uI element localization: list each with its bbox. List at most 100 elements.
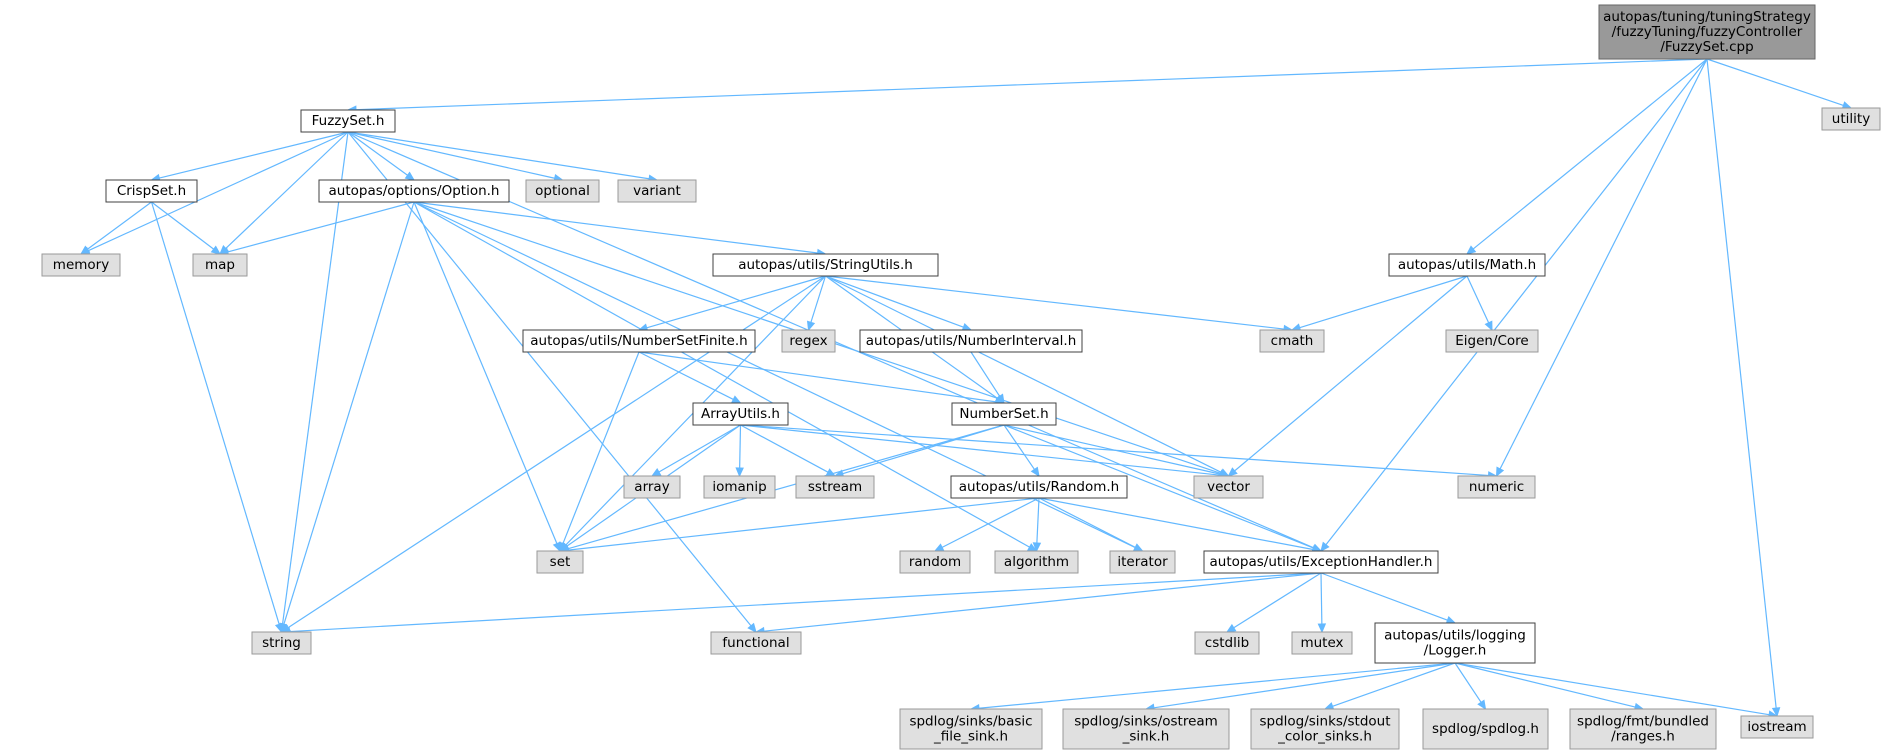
node-box [1374, 622, 1536, 664]
edge-arrayutils_h-to-sstream [740, 424, 837, 477]
edge-root-to-fuzzyset_h [346, 58, 1708, 114]
node-exception_h[interactable]: autopas/utils/ExceptionHandler.h [1203, 550, 1439, 574]
node-box [1194, 631, 1260, 655]
node-logger_h[interactable]: autopas/utils/logging/Logger.h [1374, 622, 1536, 664]
edge-arrayutils_h-to-iomanip [735, 424, 744, 478]
node-label: cstdlib [1205, 635, 1249, 651]
node-box [951, 402, 1057, 426]
edge-numberset_h-to-random_h [1003, 424, 1040, 478]
node-root[interactable]: autopas/tuning/tuningStrategy/fuzzyTunin… [1598, 4, 1816, 60]
node-basic_file_sink: spdlog/sinks/basic_file_sink.h [899, 708, 1043, 750]
node-label: string [262, 635, 301, 651]
node-label: utility [1832, 111, 1870, 127]
node-ostream_sink: spdlog/sinks/ostream_sink.h [1062, 708, 1230, 750]
node-label: NumberSet.h [959, 406, 1048, 422]
node-random_h[interactable]: autopas/utils/Random.h [950, 475, 1128, 499]
edge-layer [79, 58, 1853, 719]
node-arrayutils_h[interactable]: ArrayUtils.h [692, 402, 789, 426]
node-iostream: iostream [1740, 715, 1814, 739]
node-box [859, 329, 1083, 353]
node-box [1821, 107, 1881, 131]
node-utility: utility [1821, 107, 1881, 131]
node-label: autopas/utils/logging [1384, 628, 1526, 644]
node-numberinterval_h[interactable]: autopas/utils/NumberInterval.h [859, 329, 1083, 353]
edge-fuzzyset_h-to-string [278, 131, 349, 634]
node-label: map [205, 257, 235, 273]
edge-stringutils_h-to-vector [825, 275, 1230, 477]
edge-math_h-to-cmath [1290, 275, 1468, 332]
edge-exception_h-to-logger_h [1320, 572, 1457, 625]
node-box [899, 550, 971, 574]
edge-exception_h-to-cstdlib [1225, 572, 1322, 633]
node-label: _sink.h [1122, 729, 1170, 745]
node-box [536, 550, 584, 574]
edge-stringutils_h-to-string [280, 275, 826, 633]
edge-stringutils_h-to-cmath [825, 275, 1294, 334]
node-label: variant [633, 183, 681, 199]
node-box [781, 329, 836, 353]
node-label: autopas/utils/Math.h [1398, 257, 1536, 273]
node-stringutils_h[interactable]: autopas/utils/StringUtils.h [712, 253, 939, 277]
node-math_h[interactable]: autopas/utils/Math.h [1388, 253, 1546, 277]
node-box [1259, 329, 1325, 353]
node-option_h[interactable]: autopas/options/Option.h [318, 179, 510, 203]
node-label: sstream [808, 479, 862, 495]
edge-stringutils_h-to-regex [806, 275, 827, 332]
node-box [1445, 329, 1539, 353]
edge-random_h-to-iterator [1038, 497, 1144, 552]
node-label: array [634, 479, 669, 495]
node-box [192, 253, 248, 277]
edge-fuzzyset_h-to-crispset_h [150, 131, 349, 183]
node-crispset_h[interactable]: CrispSet.h [105, 179, 198, 203]
node-cstdlib: cstdlib [1194, 631, 1260, 655]
node-numbersetfinite_h[interactable]: autopas/utils/NumberSetFinite.h [522, 329, 756, 353]
node-label: _file_sink.h [933, 729, 1008, 745]
node-box [1598, 4, 1816, 60]
node-box [692, 402, 789, 426]
node-label: vector [1207, 479, 1250, 495]
node-box [623, 475, 681, 499]
edge-option_h-to-string [279, 201, 415, 634]
node-set: set [536, 550, 584, 574]
node-box [1062, 708, 1230, 750]
node-label: numeric [1469, 479, 1524, 495]
edge-random_h-to-set [558, 497, 1040, 555]
edge-exception_h-to-mutex [1317, 572, 1327, 634]
node-box [1740, 715, 1814, 739]
edge-random_h-to-exception_h [1038, 497, 1323, 554]
node-label: functional [722, 635, 789, 651]
edge-root-to-math_h [1466, 58, 1708, 255]
node-label: spdlog/sinks/basic [909, 714, 1032, 730]
edge-logger_h-to-spdlog_h [1454, 662, 1487, 711]
edge-fuzzyset_h-to-optional [347, 131, 564, 183]
node-label: spdlog/sinks/stdout [1259, 714, 1390, 730]
edge-root-to-iostream [1706, 58, 1781, 718]
edge-option_h-to-set [413, 201, 561, 553]
node-label: /fuzzyTuning/fuzzyController [1612, 24, 1803, 40]
node-label: FuzzySet.h [312, 113, 385, 129]
edge-crispset_h-to-memory [79, 201, 152, 255]
edge-fuzzyset_h-to-option_h [347, 131, 416, 181]
node-box [617, 179, 697, 203]
node-box [899, 708, 1043, 750]
edge-crispset_h-to-map [151, 201, 221, 255]
node-box [251, 631, 312, 655]
node-box [1109, 550, 1176, 574]
node-box [1291, 631, 1353, 655]
node-fuzzyset_h[interactable]: FuzzySet.h [300, 109, 396, 133]
node-box [994, 550, 1079, 574]
node-label: _color_sinks.h [1277, 729, 1372, 745]
edge-numbersetfinite_h-to-set [559, 351, 640, 553]
node-label: Eigen/Core [1455, 333, 1529, 349]
node-label: autopas/options/Option.h [329, 183, 500, 199]
node-box [1388, 253, 1546, 277]
node-label: set [550, 554, 571, 570]
edge-logger_h-to-basic_file_sink [969, 662, 1456, 713]
node-box [1457, 475, 1536, 499]
node-numberset_h[interactable]: NumberSet.h [951, 402, 1057, 426]
node-array: array [623, 475, 681, 499]
node-numeric: numeric [1457, 475, 1536, 499]
edge-logger_h-to-stdout_color [1323, 662, 1456, 711]
node-mutex: mutex [1291, 631, 1353, 655]
